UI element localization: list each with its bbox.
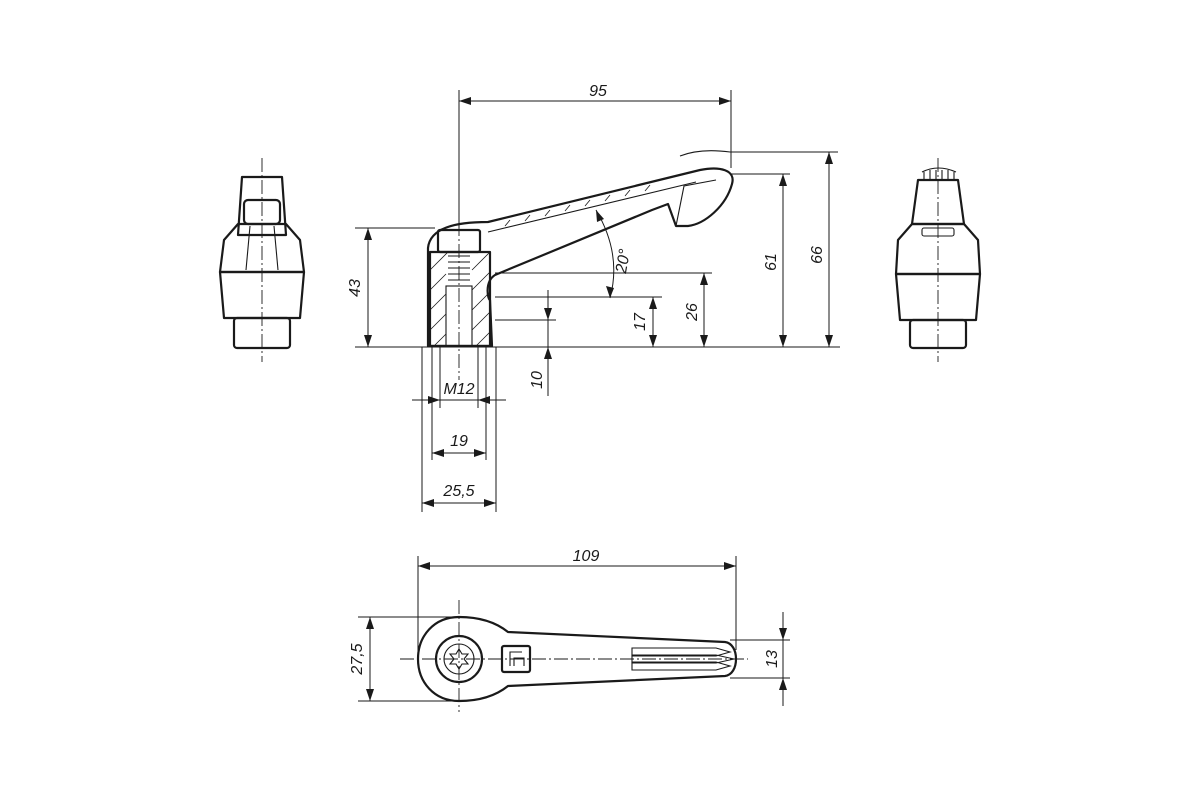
dim-61: 61 bbox=[763, 174, 787, 347]
dim-10: 10 bbox=[529, 290, 552, 396]
dim-26: 26 bbox=[684, 273, 708, 347]
dim-95: 95 bbox=[458, 83, 732, 228]
dim-angle: 20° bbox=[595, 209, 634, 299]
dim-43-label: 43 bbox=[347, 279, 364, 297]
dim-19: 19 bbox=[431, 347, 487, 460]
dim-13-label: 13 bbox=[764, 650, 781, 668]
dim-17-label: 17 bbox=[632, 312, 649, 331]
dim-m12: M12 bbox=[412, 347, 506, 408]
dim-25-5: 25,5 bbox=[421, 347, 497, 512]
dim-43: 43 bbox=[347, 228, 372, 347]
dim-17: 17 bbox=[632, 297, 657, 347]
dim-25-5-label: 25,5 bbox=[442, 483, 474, 500]
dim-109: 109 bbox=[417, 548, 737, 659]
front-section-view bbox=[355, 150, 840, 380]
dim-109-label: 109 bbox=[573, 548, 600, 565]
dim-10-label: 10 bbox=[529, 371, 546, 389]
right-side-view bbox=[894, 158, 982, 362]
dim-66-label: 66 bbox=[809, 246, 826, 264]
dim-95-label: 95 bbox=[589, 83, 607, 100]
dim-27-5: 27,5 bbox=[349, 617, 374, 701]
left-side-view bbox=[218, 158, 306, 362]
dim-26-label: 26 bbox=[684, 303, 701, 322]
dim-angle-label: 20° bbox=[613, 247, 634, 275]
dim-27-5-label: 27,5 bbox=[349, 643, 366, 675]
dim-13: 13 bbox=[764, 612, 787, 706]
dim-61-label: 61 bbox=[763, 253, 780, 271]
dim-19-label: 19 bbox=[450, 433, 468, 450]
dim-m12-label: M12 bbox=[443, 381, 474, 398]
dim-66: 66 bbox=[809, 152, 833, 347]
top-view bbox=[358, 600, 790, 712]
